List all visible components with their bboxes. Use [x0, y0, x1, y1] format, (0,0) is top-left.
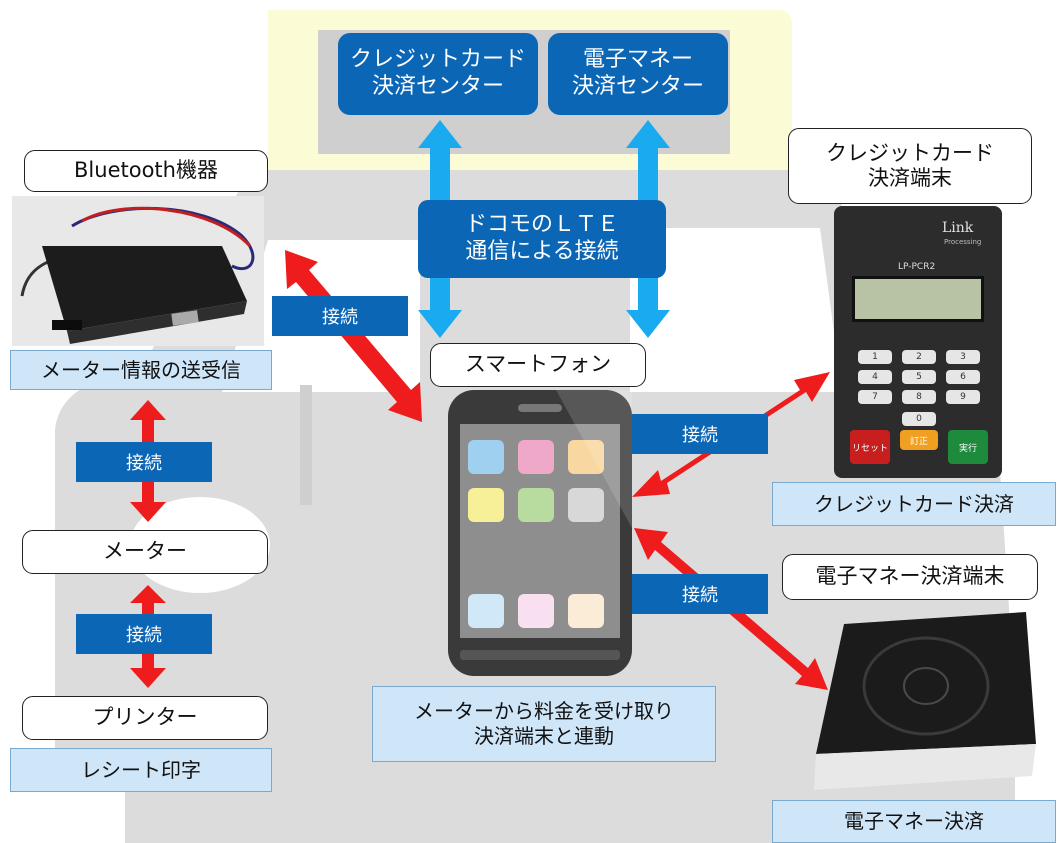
meter-box: メーター	[22, 530, 268, 574]
connection-label-meter-printer: 接続	[76, 614, 212, 654]
printer-caption: レシート印字	[10, 748, 272, 792]
terminal-key-3: 3	[946, 350, 980, 364]
terminal-key-fix: 訂正	[900, 430, 938, 450]
terminal-key-0: 0	[902, 412, 936, 426]
credit-terminal-brand: Link	[942, 220, 974, 236]
smartphone-title: スマートフォン	[430, 343, 646, 387]
terminal-key-8: 8	[902, 390, 936, 404]
smartphone-illustration	[446, 388, 634, 678]
bluetooth-device-icon	[20, 206, 255, 344]
credit-terminal-title: クレジットカード 決済端末	[788, 128, 1032, 204]
credit-terminal-caption: クレジットカード決済	[772, 482, 1056, 526]
taxi-door-lines	[300, 385, 312, 505]
emoney-terminal-caption: 電子マネー決済	[772, 800, 1056, 843]
credit-terminal-brand-sub: Processing	[944, 238, 982, 246]
lte-label-box: ドコモのＬＴＥ 通信による接続	[418, 200, 666, 278]
credit-center-box: クレジットカード 決済センター	[338, 33, 538, 115]
smartphone-icon	[448, 390, 632, 676]
connection-label-bt-phone: 接続	[272, 296, 408, 336]
bluetooth-title: Bluetooth機器	[24, 150, 268, 192]
arrow-phone-credit	[632, 372, 830, 497]
emoney-center-box: 電子マネー 決済センター	[548, 33, 728, 115]
printer-box: プリンター	[22, 696, 268, 740]
arrow-bt-phone	[285, 250, 422, 422]
terminal-key-7: 7	[858, 390, 892, 404]
terminal-key-5: 5	[902, 370, 936, 384]
emoney-terminal-title: 電子マネー決済端末	[782, 554, 1038, 600]
bluetooth-caption: メーター情報の送受信	[10, 350, 272, 390]
terminal-key-1: 1	[858, 350, 892, 364]
smartphone-caption: メーターから料金を受け取り 決済端末と連動	[372, 686, 716, 762]
terminal-key-4: 4	[858, 370, 892, 384]
terminal-key-exec: 実行	[948, 430, 988, 464]
terminal-key-2: 2	[902, 350, 936, 364]
bluetooth-device-photo	[12, 196, 264, 346]
credit-terminal-model: LP-PCR2	[898, 262, 936, 272]
terminal-key-6: 6	[946, 370, 980, 384]
emoney-terminal-device	[786, 604, 1050, 800]
terminal-key-reset: リセット	[850, 430, 890, 464]
taxi-window-right	[630, 228, 842, 392]
connection-label-bt-meter: 接続	[76, 442, 212, 482]
connection-label-phone-credit: 接続	[632, 414, 768, 454]
connection-label-phone-emoney: 接続	[632, 574, 768, 614]
terminal-key-9: 9	[946, 390, 980, 404]
emoney-reader-icon	[814, 612, 1036, 790]
credit-terminal-screen	[852, 276, 984, 322]
